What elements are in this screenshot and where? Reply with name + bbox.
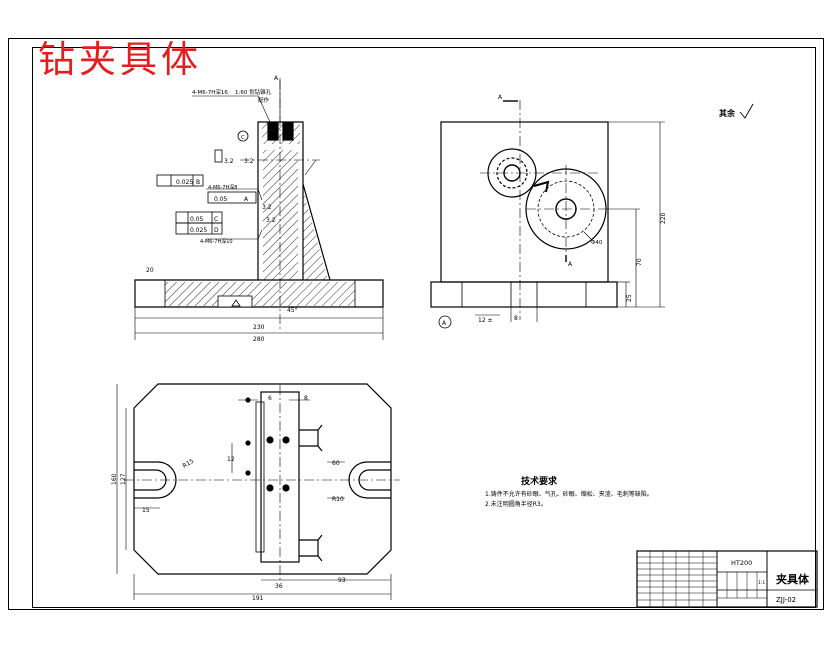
dim-93: 93 xyxy=(338,577,346,584)
roughness-2: 3.2 xyxy=(244,158,254,165)
dim-60: 60 xyxy=(332,460,340,467)
top-view-labels: 160 127 36 93 191 R10 R15 6 8 12 15 60 xyxy=(111,395,346,602)
side-view-labels: A A Φ40 220 70 25 12 ± 8 A 其余 xyxy=(442,94,736,327)
dim-8: 8 xyxy=(514,315,518,322)
roughness-4: 3.2 xyxy=(266,217,276,224)
dim-70: 70 xyxy=(636,258,643,266)
title-block-text: HT200 夹具体 ZJJ-02 1:1 xyxy=(731,559,810,604)
dim-15: 15 xyxy=(142,507,150,514)
section-a-mark-2: A xyxy=(568,261,573,268)
front-view-labels: 4-M6-7H深16 1:60 划钻锥孔 配作 A C 3.2 3.2 0.02… xyxy=(146,75,298,343)
roughness-1: 3.2 xyxy=(224,158,234,165)
dim-191: 191 xyxy=(252,595,264,602)
dim-r10: R10 xyxy=(332,496,344,503)
side-body xyxy=(440,121,609,283)
tech-heading: 技术要求 xyxy=(521,475,558,487)
hole-label: Φ40 xyxy=(591,240,603,246)
dim-12: 12 ± xyxy=(478,317,493,324)
dim-25: 25 xyxy=(626,294,633,302)
dim-r15: R15 xyxy=(182,458,196,470)
dim-160: 160 xyxy=(111,473,118,485)
top-view xyxy=(116,383,400,600)
dim-127: 127 xyxy=(120,473,127,485)
drawing-sheet-border xyxy=(8,38,824,610)
section-a-mark: A xyxy=(498,94,503,101)
dim-8-top: 8 xyxy=(304,395,308,402)
material-label: HT200 xyxy=(731,559,752,567)
thread-callout-1: 4-M6-7H深16 xyxy=(192,88,228,96)
datum-c-label: C xyxy=(241,135,245,141)
taper-note: 1:60 划钻锥孔 xyxy=(235,88,272,96)
tol-frame-1-datum: B xyxy=(196,179,200,186)
title-block xyxy=(636,550,818,608)
part-name: 夹具体 xyxy=(776,572,810,586)
tech-requirements: 技术要求 1.铸件不允许有砂眼、气孔、砂眼、缩松、夹渣、毛刺等缺陷。 2.未注明… xyxy=(485,475,653,508)
dim-12-top: 12 xyxy=(227,456,235,463)
dim-230: 230 xyxy=(253,324,265,331)
thread-callout-3: 4-M6-7H深10 xyxy=(200,238,233,245)
drawing-number: ZJJ-02 xyxy=(776,596,796,604)
tech-item-1: 1.铸件不允许有砂眼、气孔、砂眼、缩松、夹渣、毛刺等缺陷。 xyxy=(485,490,653,498)
tech-item-2: 2.未注明圆角半径R3。 xyxy=(485,500,547,508)
dim-36: 36 xyxy=(275,583,283,590)
tol-frame-4-datum: D xyxy=(214,227,219,234)
roughness-default-note: 其余 xyxy=(719,108,736,118)
dim-angle: 45° xyxy=(287,307,298,314)
side-view xyxy=(430,100,754,329)
tol-frame-3-datum: C xyxy=(214,216,218,223)
roughness-3: 3.2 xyxy=(262,204,272,211)
tol-frame-2-value: 0.05 xyxy=(214,196,228,203)
front-view xyxy=(134,78,384,340)
base-hatch xyxy=(165,282,355,306)
top-outline xyxy=(133,383,392,575)
scale-value: 1:1 xyxy=(758,580,765,586)
thread-callout-2: 4-M6-7H深8 xyxy=(208,184,237,191)
column-hatch xyxy=(263,150,298,280)
datum-a-circle: A xyxy=(442,320,447,327)
section-mark-top: A xyxy=(274,75,279,82)
dim-20: 20 xyxy=(146,267,154,274)
side-base xyxy=(430,281,618,308)
drawing-frame xyxy=(32,47,816,608)
tol-frame-1-value: 0.025 xyxy=(176,179,193,186)
match-note: 配作 xyxy=(258,96,270,104)
dim-280: 280 xyxy=(253,336,265,343)
dim-6: 6 xyxy=(268,395,272,402)
dim-220: 220 xyxy=(660,212,667,224)
tol-frame-2-datum: A xyxy=(244,196,249,203)
drawing-title: 钻夹具体 xyxy=(38,38,202,81)
tol-frame-4-value: 0.025 xyxy=(190,227,207,234)
tol-frame-3-value: 0.05 xyxy=(190,216,204,223)
